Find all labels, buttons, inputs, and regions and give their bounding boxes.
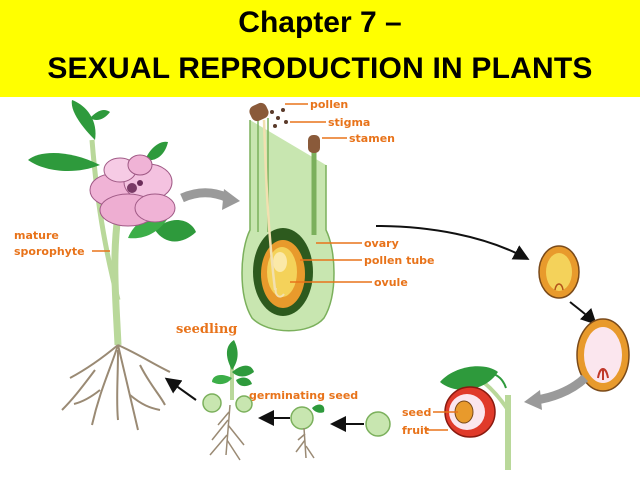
leaf xyxy=(71,100,96,140)
stigma xyxy=(249,102,269,122)
black-arrow xyxy=(569,301,597,325)
fertilized-ovule xyxy=(538,245,580,299)
anther xyxy=(308,135,320,153)
stamen-label: stamen xyxy=(349,132,395,145)
seed-cross-section xyxy=(576,318,630,392)
black-arrow xyxy=(375,225,530,260)
leaf xyxy=(155,220,196,242)
chapter-subtitle: SEXUAL REPRODUCTION IN PLANTS xyxy=(47,52,593,85)
ovary-label: ovary xyxy=(364,237,399,250)
stigma-label: stigma xyxy=(328,116,370,129)
leaf xyxy=(90,110,110,120)
seedling xyxy=(202,340,254,461)
mature-label: mature xyxy=(14,229,59,242)
pollen-tube-label: pollen tube xyxy=(364,254,435,267)
title-banner: Chapter 7 – SEXUAL REPRODUCTION IN PLANT… xyxy=(0,0,640,97)
fruit-with-seed xyxy=(440,366,511,470)
chapter-title: Chapter 7 – xyxy=(238,6,402,39)
mature-sporophyte-plant xyxy=(28,100,196,431)
germinating-seed xyxy=(290,404,325,459)
grey-arrow-head xyxy=(222,189,240,210)
sporophyte-label: sporophyte xyxy=(14,245,85,258)
leaf xyxy=(28,153,100,172)
flower-cross-section xyxy=(241,102,335,332)
leaf xyxy=(145,141,168,161)
pollen-label: pollen xyxy=(310,98,348,111)
pollen-tube xyxy=(262,119,277,291)
germinating-seed-label: germinating seed xyxy=(249,389,358,402)
grey-arrow xyxy=(180,188,230,203)
grey-arrow xyxy=(535,374,589,405)
black-arrow xyxy=(164,377,197,401)
roots xyxy=(61,344,171,431)
seedling-label: seedling xyxy=(176,322,237,337)
flower xyxy=(89,154,176,227)
grey-arrow-head xyxy=(524,390,542,410)
seed xyxy=(365,411,391,437)
seed-label: seed xyxy=(402,406,431,419)
fruit-label: fruit xyxy=(402,424,429,437)
ovule-label: ovule xyxy=(374,276,408,289)
